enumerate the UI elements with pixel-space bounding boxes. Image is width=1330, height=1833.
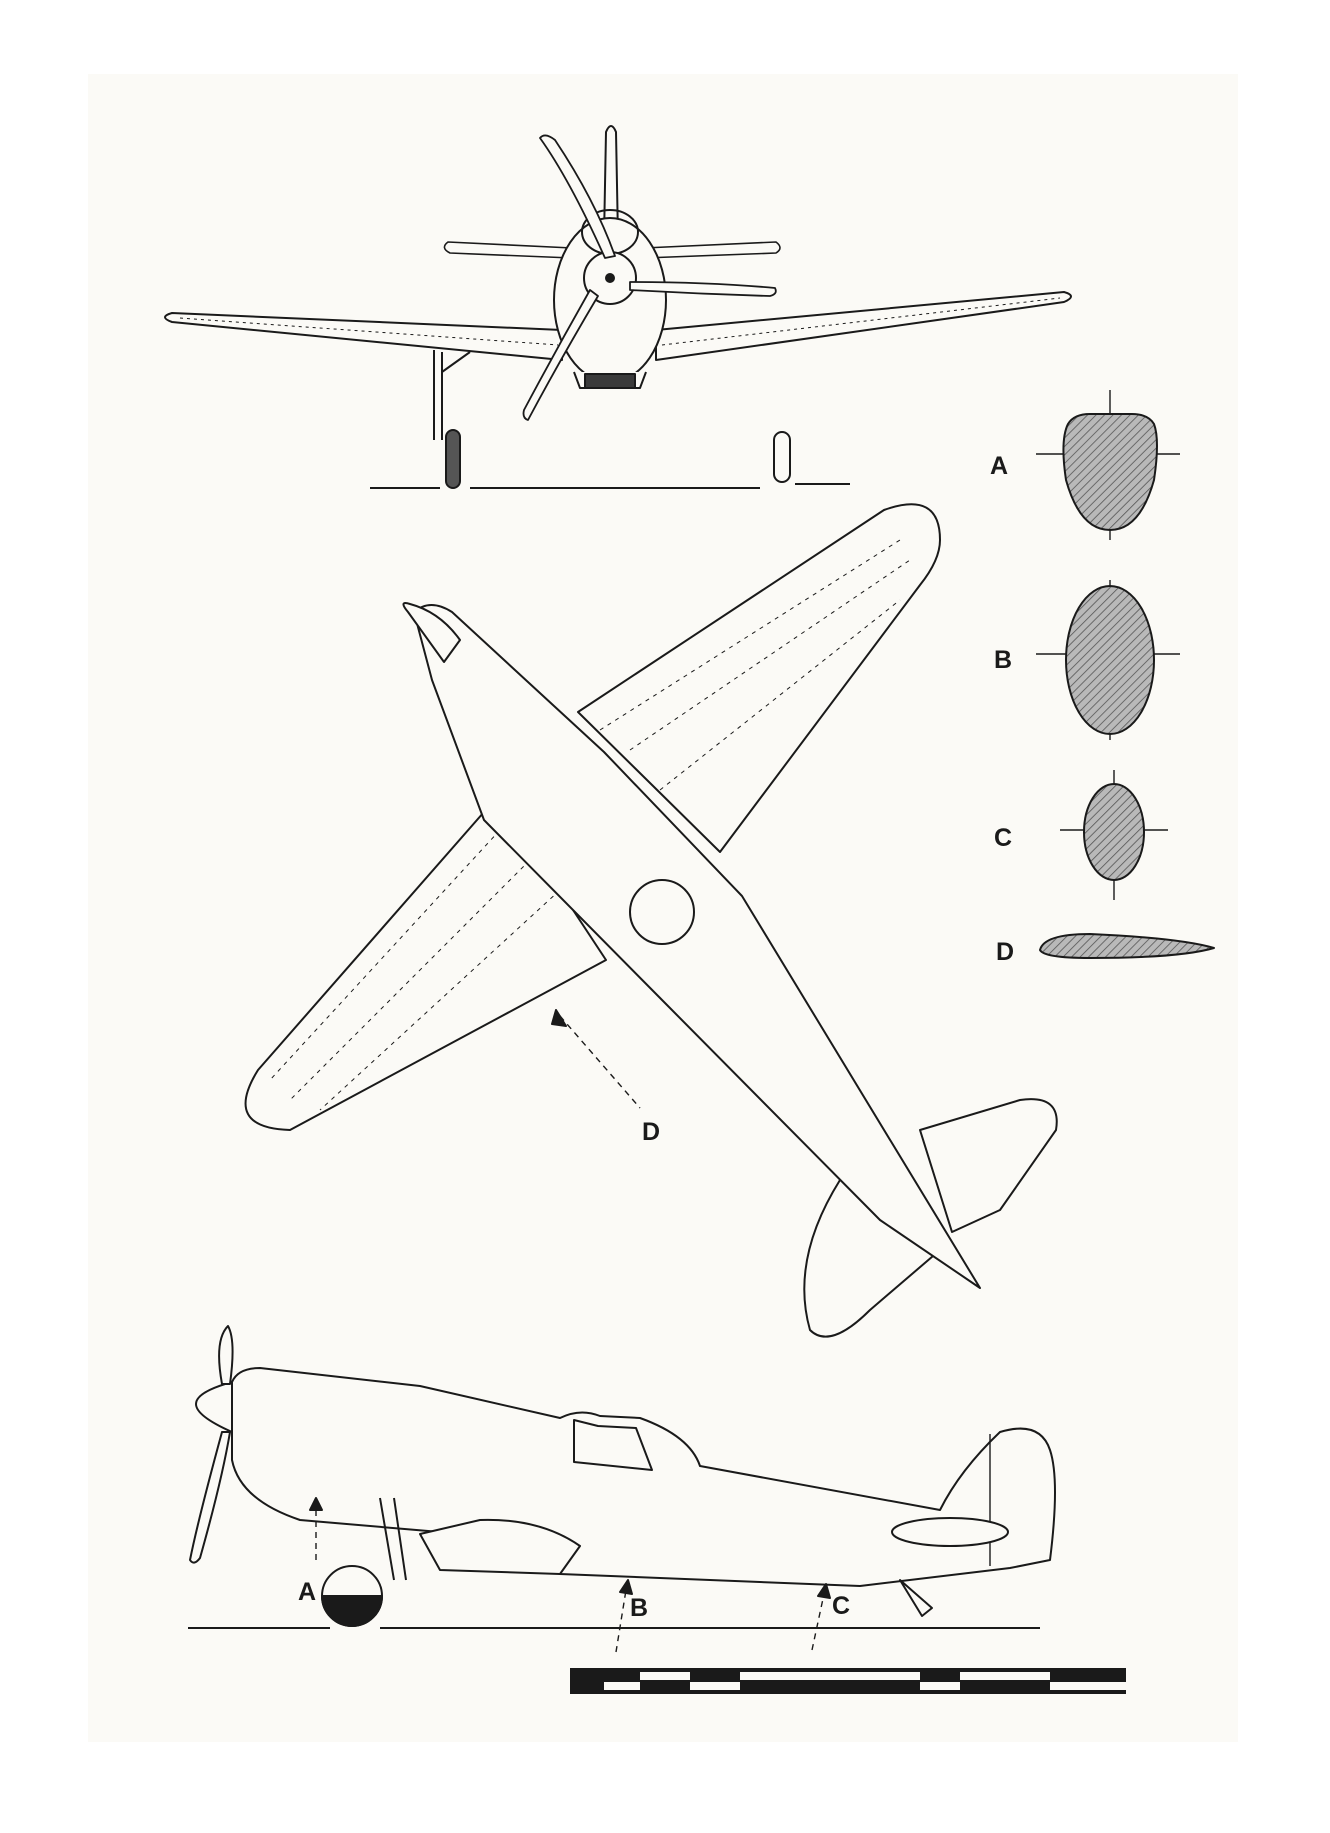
cross-sections bbox=[1036, 390, 1215, 959]
section-b-label: B bbox=[994, 646, 1012, 674]
plan-cockpit-hatch bbox=[629, 879, 695, 945]
front-view bbox=[164, 125, 1072, 489]
plan-view bbox=[244, 503, 1058, 1338]
section-d-aerofoil bbox=[1039, 933, 1215, 959]
section-a-label: A bbox=[990, 452, 1008, 480]
section-d-label: D bbox=[996, 938, 1014, 966]
section-a-shape bbox=[1062, 413, 1158, 531]
side-tailplane bbox=[891, 1517, 1009, 1547]
side-c-label: C bbox=[832, 1592, 850, 1620]
side-section-c-pointer bbox=[811, 1593, 825, 1651]
side-propeller bbox=[189, 1325, 234, 1564]
side-spinner bbox=[195, 1381, 233, 1433]
side-tail-wheel bbox=[899, 1579, 933, 1617]
side-canopy bbox=[573, 1419, 653, 1471]
front-left-wing bbox=[164, 312, 563, 361]
front-gear-leg bbox=[433, 350, 471, 440]
side-view bbox=[188, 1325, 1056, 1653]
section-b-shape bbox=[1065, 585, 1155, 735]
scale-bar bbox=[570, 1668, 1126, 1694]
plan-left-wing bbox=[244, 795, 607, 1131]
plan-nose bbox=[402, 602, 461, 663]
section-c-label: C bbox=[994, 824, 1012, 852]
section-c-shape bbox=[1083, 783, 1145, 881]
front-tailplane bbox=[443, 241, 781, 259]
front-right-wing bbox=[655, 291, 1072, 361]
plan-d-label: D bbox=[642, 1118, 660, 1146]
plan-tailplane bbox=[803, 1098, 1058, 1338]
front-fin bbox=[603, 125, 619, 239]
plan-fuselage bbox=[413, 604, 981, 1289]
side-b-label: B bbox=[630, 1594, 648, 1622]
front-propeller bbox=[522, 134, 777, 421]
front-tail-wheel bbox=[773, 431, 791, 483]
side-gear-leg bbox=[379, 1497, 407, 1581]
plan-section-d-pointer bbox=[559, 1015, 641, 1109]
plan-right-wing bbox=[577, 503, 941, 853]
front-main-wheel bbox=[445, 429, 461, 489]
front-ground-line bbox=[370, 483, 850, 489]
side-a-label: A bbox=[298, 1578, 316, 1606]
